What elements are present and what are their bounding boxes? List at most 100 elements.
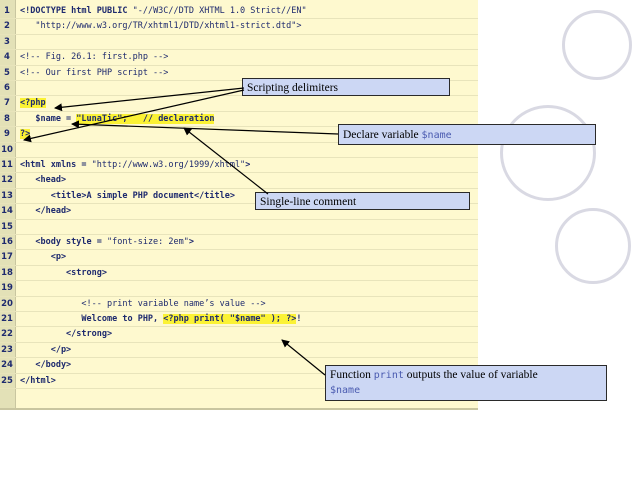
code-row: 24 </body> — [0, 358, 478, 374]
code-line-text: <head> — [20, 175, 66, 185]
line-number: 14 — [1, 206, 13, 217]
callout-scripting-delimiters: Scripting delimiters — [242, 78, 450, 96]
callout-function-print-text: Function — [330, 369, 374, 381]
code-token: </head> — [20, 206, 72, 217]
line-number: 10 — [1, 144, 13, 155]
code-line-text: </strong> — [20, 329, 112, 339]
code-token: "LunaTic" — [76, 113, 123, 124]
line-number: 21 — [1, 314, 13, 324]
line-number: 24 — [1, 360, 13, 371]
code-token: </html> — [20, 375, 56, 386]
code-line-text: </html> — [20, 376, 56, 386]
code-token: </p> — [20, 344, 72, 355]
code-row: 15 — [0, 220, 478, 235]
code-token: "http://www.w3.org/TR/xhtml1/DTD/xhtml1-… — [20, 21, 302, 32]
code-token: "-//W3C//DTD XHTML 1.0 Strict//EN" — [132, 6, 307, 16]
line-number: 9 — [4, 129, 10, 140]
callout-scripting-delimiters-text: Scripting delimiters — [247, 82, 339, 94]
code-row: 19 — [0, 281, 478, 297]
code-row: 7 <?php — [0, 96, 478, 112]
code-token: </strong> — [20, 329, 113, 340]
code-token: <p> — [20, 252, 67, 263]
callout-declare-variable: Declare variable $name — [338, 124, 596, 145]
code-line-text: <body style = "font-size: 2em"> — [20, 237, 194, 247]
code-token: ! — [296, 314, 302, 324]
callout-function-print-code: print — [373, 370, 404, 381]
code-token: <html xmlns = — [20, 160, 92, 170]
code-line-text: <!DOCTYPE html PUBLIC "-//W3C//DTD XHTML… — [20, 6, 307, 16]
code-line-text: <!-- print variable name’s value --> — [20, 299, 265, 309]
line-number: 7 — [4, 98, 10, 109]
code-line-text: "http://www.w3.org/TR/xhtml1/DTD/xhtml1-… — [20, 21, 301, 31]
code-line-text: $name = "LunaTic"; // declaration — [20, 113, 215, 124]
code-row: 25 </html> — [0, 374, 478, 389]
code-token: "http://www.w3.org/1999/xhtml" — [91, 160, 246, 170]
line-number: 12 — [1, 175, 13, 186]
callout-declare-variable-text: Declare variable — [343, 129, 422, 141]
code-line-text: </head> — [20, 206, 71, 216]
code-token: Welcome to PHP, — [20, 314, 164, 324]
callout-single-line-comment-text: Single-line comment — [260, 196, 357, 208]
code-row: 18 <strong> — [0, 266, 478, 282]
callout-single-line-comment: Single-line comment — [255, 192, 470, 210]
code-row: 17 <p> — [0, 250, 478, 266]
line-number: 2 — [4, 21, 10, 32]
code-token: <head> — [20, 175, 67, 186]
line-number: 19 — [1, 283, 13, 294]
callout-function-print-code2: $name — [330, 385, 361, 396]
code-token: > — [188, 237, 195, 247]
code-row: 12 <head> — [0, 173, 478, 189]
line-number-gutter — [0, 0, 16, 409]
code-token: <!-- Our first PHP script --> — [20, 67, 169, 78]
line-number: 4 — [4, 52, 10, 63]
code-row: 13 <title>A simple PHP document</title> — [0, 189, 478, 205]
decorative-circle-bottom — [555, 208, 631, 284]
callout-function-print-suffix: outputs the value of variable — [403, 369, 538, 381]
code-line-text: <p> — [20, 252, 66, 262]
code-row: 11 <html xmlns = "http://www.w3.org/1999/… — [0, 158, 478, 174]
code-row: 4 <!-- Fig. 26.1: first.php --> — [0, 50, 478, 66]
code-line-text: <strong> — [20, 268, 107, 278]
line-number: 5 — [4, 67, 10, 78]
code-line-text: <title>A simple PHP document</title> — [20, 191, 235, 201]
code-token: "font-size: 2em" — [107, 237, 189, 247]
callout-declare-variable-code: $name — [421, 130, 452, 141]
line-number: 8 — [4, 113, 10, 124]
line-number: 15 — [1, 221, 13, 232]
code-row: 16 <body style = "font-size: 2em"> — [0, 235, 478, 251]
code-token: ?> — [20, 129, 31, 140]
code-row: 22 </strong> — [0, 327, 478, 343]
code-token: <!DOCTYPE html PUBLIC — [20, 6, 133, 16]
code-token: ); — [265, 314, 287, 324]
line-number: 25 — [1, 375, 13, 386]
code-row: 3 — [0, 35, 478, 51]
code-token: </body> — [20, 360, 72, 371]
code-row: 2 "http://www.w3.org/TR/xhtml1/DTD/xhtml… — [0, 19, 478, 35]
code-row: 20 <!-- print variable name’s value --> — [0, 297, 478, 312]
code-token: // declaration — [127, 113, 215, 124]
code-token: <title>A simple PHP document</title> — [20, 190, 235, 201]
line-number: 1 — [4, 6, 10, 16]
code-row: 5 <!-- Our first PHP script --> — [0, 66, 478, 81]
line-number: 6 — [4, 83, 10, 93]
code-line-text: Welcome to PHP, <?php print( "$name" ); … — [20, 314, 302, 324]
line-number: 23 — [1, 344, 13, 355]
line-number: 16 — [1, 237, 13, 247]
listing-bottom-rule — [0, 408, 478, 410]
code-token: > — [245, 160, 251, 170]
code-line-text: </body> — [20, 360, 71, 370]
line-number: 3 — [4, 36, 10, 47]
code-token: <body style = — [20, 237, 107, 247]
code-row: 21 Welcome to PHP, <?php print( "$name" … — [0, 312, 478, 328]
code-line-text: <html xmlns = "http://www.w3.org/1999/xh… — [20, 160, 250, 170]
code-row: 14 </head> — [0, 204, 478, 220]
code-line-text: <?php — [20, 98, 46, 109]
code-token: ?> — [286, 314, 297, 324]
code-token: <strong> — [20, 267, 107, 278]
code-line-text: <!-- Fig. 26.1: first.php --> — [20, 52, 168, 62]
line-number: 11 — [1, 160, 13, 170]
code-token: print( — [188, 314, 230, 324]
code-token: $name = — [20, 113, 77, 124]
decorative-circle-top — [562, 10, 632, 80]
code-row: 1 <!DOCTYPE html PUBLIC "-//W3C//DTD XHTM… — [0, 4, 478, 20]
